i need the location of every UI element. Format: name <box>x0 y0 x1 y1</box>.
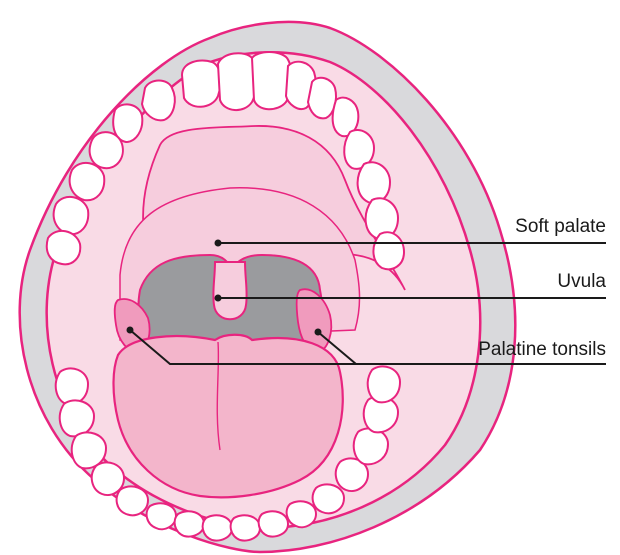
label-palatine-tonsils: Palatine tonsils <box>478 340 606 359</box>
label-soft-palate: Soft palate <box>515 217 606 236</box>
uvula <box>213 262 246 319</box>
label-uvula: Uvula <box>557 272 606 291</box>
